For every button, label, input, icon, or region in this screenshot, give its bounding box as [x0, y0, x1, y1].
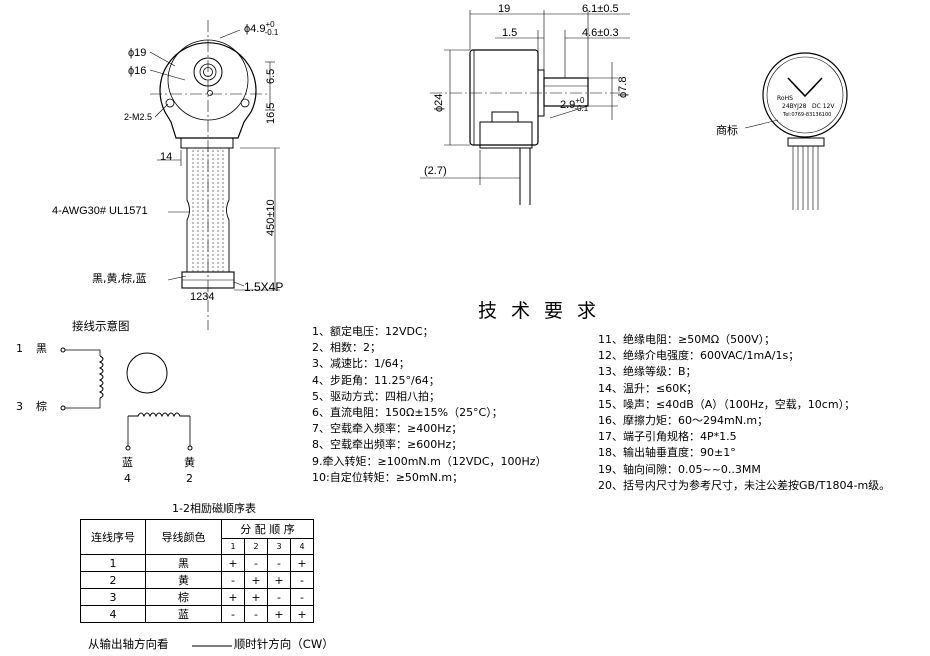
len-4-6: 4.6±0.3: [582, 27, 619, 39]
len-6-1: 6.1±0.5: [582, 3, 619, 15]
connector-pitch: 1.5X4P: [244, 280, 284, 294]
table-row: 3 棕 + + - -: [80, 588, 314, 606]
rotation-direction-note: 从输出轴方向看 顺时针方向（CW）: [88, 636, 334, 652]
col-dist-header: 分 配 顺 序: [221, 519, 314, 539]
wire-4-color: 蓝: [122, 456, 133, 469]
dim-16-5: 16.5: [265, 102, 277, 124]
wire-colors-label: 黑,黄,棕,蓝: [92, 272, 147, 285]
shaft-dia-label: ϕ4.9+0-0.1: [244, 20, 279, 37]
requirement-item: 4、步距角：11.25°/64；: [312, 373, 440, 387]
wiring-diagram: [60, 347, 193, 451]
requirement-item: 6、直流电阻：150Ω±15%（25°C）；: [312, 406, 503, 420]
requirement-item: 18、输出轴垂直度：90±1°: [598, 446, 736, 460]
screw-label: 2-M2.5: [124, 112, 153, 122]
step-header: 2: [244, 538, 268, 555]
wire-spec-label: 4-AWG30# UL1571: [52, 205, 148, 217]
dia-7-8: ϕ7.8: [617, 76, 629, 98]
requirements-right-column: 11、绝缘电阻：≥50MΩ（500V）； 12、绝缘介电强度：600VAC/1m…: [598, 332, 890, 494]
requirement-item: 8、空载牵出频率：≥600Hz；: [312, 438, 463, 452]
wire-2-color: 黄: [184, 456, 195, 469]
trademark-label: 商标: [716, 124, 738, 137]
dia-19-label: ϕ19: [128, 47, 147, 59]
requirement-item: 20、括号内尺寸为参考尺寸，未注公差按GB/T1804-m级。: [598, 478, 891, 492]
requirement-item: 3、减速比：1/64；: [312, 357, 410, 371]
table-row: 2 黄 - + + -: [80, 571, 314, 589]
svg-text:RoHS: RoHS: [777, 95, 793, 102]
wire-4-number: 4: [124, 472, 131, 485]
flat-2-9: 2.9+0-0.1: [560, 96, 589, 113]
requirement-item: 11、绝缘电阻：≥50MΩ（500V）；: [598, 333, 776, 346]
side-view: [420, 10, 630, 205]
dim-450: 450±10: [265, 199, 277, 236]
col-color-header: 导线颜色: [145, 519, 222, 555]
step-header: 1: [221, 538, 245, 555]
front-view: [149, 20, 280, 330]
dim-2-7: (2.7): [424, 165, 447, 177]
wire-1-color: 黑: [36, 342, 47, 355]
table-row: 1 黑 + - - +: [80, 554, 314, 572]
table-row: 4 蓝 - - + +: [80, 605, 314, 623]
len-19: 19: [498, 3, 511, 15]
requirement-item: 2、相数：2；: [312, 341, 381, 355]
svg-text:DC 12V: DC 12V: [812, 103, 835, 110]
requirement-item: 5、驱动方式：四相八拍；: [312, 389, 440, 403]
dim-14: 14: [160, 151, 173, 163]
requirement-item: 7、空载牵入频率：≥400Hz；: [312, 422, 463, 436]
col-seq-header: 连线序号: [80, 519, 146, 555]
wire-1-number: 1: [16, 342, 23, 355]
step-header: 4: [290, 538, 314, 555]
svg-text:Tel:0769-83136100: Tel:0769-83136100: [782, 112, 831, 118]
wiring-title: 接线示意图: [72, 319, 130, 333]
table-caption: 1-2相励磁顺序表: [172, 502, 256, 515]
requirements-left-column: 1、额定电压：12VDC； 2、相数：2； 3、减速比：1/64； 4、步距角：…: [312, 324, 547, 486]
wire-3-color: 棕: [36, 400, 47, 413]
dia-16-label: ϕ16: [128, 65, 147, 77]
requirement-item: 12、绝缘介电强度：600VAC/1mA/1s；: [598, 349, 800, 363]
requirement-item: 19、轴向间隙：0.05~~0..3MM: [598, 462, 761, 476]
footer-right-text: 顺时针方向（CW）: [233, 637, 334, 651]
requirement-item: 16、摩擦力矩：60～294mN.m；: [598, 414, 769, 428]
step-header: 3: [267, 538, 291, 555]
requirement-item: 13、绝缘等级：B；: [598, 365, 697, 379]
excitation-sequence-table: 连线序号 导线颜色 分 配 顺 序 1 2 3 4 1 黑 + - - + 2 …: [80, 519, 314, 623]
requirement-item: 10:自定位转矩：≥50mN.m；: [312, 470, 464, 484]
requirement-item: 1、额定电压：12VDC；: [312, 325, 434, 338]
pin-numbers: 1234: [190, 291, 215, 303]
requirements-title: 技术要求: [478, 300, 611, 322]
dia-24: ϕ24: [433, 93, 445, 112]
requirement-item: 15、噪声：≤40dB（A）（100Hz，空载，10cm）；: [598, 397, 856, 411]
wire-3-number: 3: [16, 400, 23, 413]
requirement-item: 17、端子引角规格：4P*1.5: [598, 430, 737, 444]
wire-2-number: 2: [186, 472, 193, 485]
requirement-item: 14、温升：≤60K；: [598, 381, 698, 395]
svg-text:24BYJ28: 24BYJ28: [782, 103, 807, 110]
label-view: RoHS 24BYJ28 DC 12V Tel:0769-83136100: [744, 52, 848, 210]
len-1-5: 1.5: [502, 27, 518, 39]
dim-6-5: 6.5: [265, 68, 277, 84]
footer-left-text: 从输出轴方向看: [88, 637, 169, 651]
requirement-item: 9.牵入转矩：≥100mN.m（12VDC，100Hz）: [312, 454, 547, 468]
